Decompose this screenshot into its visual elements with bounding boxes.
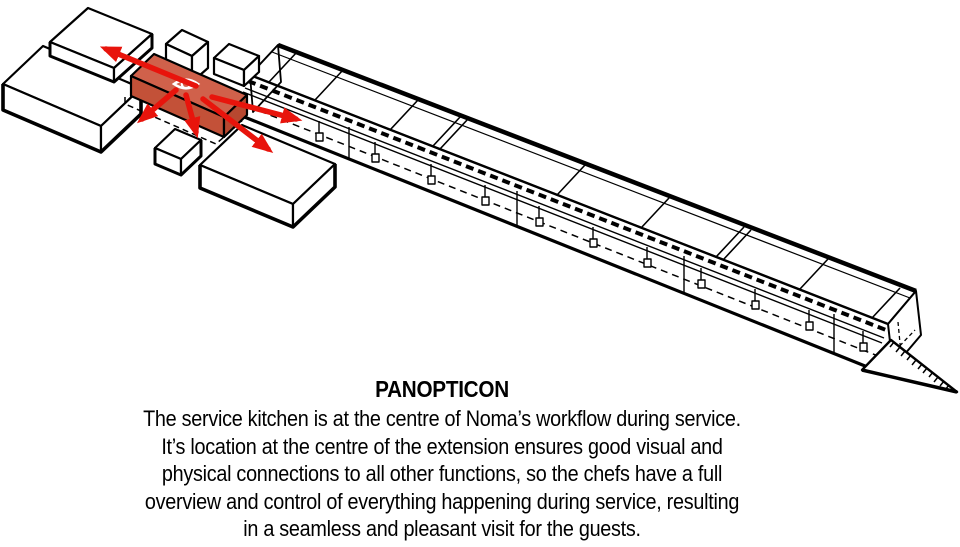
sightline-arrow	[136, 87, 179, 124]
block-bar-start	[212, 42, 261, 88]
clerestory-strip	[247, 79, 887, 332]
sightline-arrow	[200, 96, 274, 154]
ramp-tread-marks	[889, 341, 950, 391]
entrance-ramp	[860, 338, 959, 394]
bar-roof	[249, 44, 917, 325]
caption-line: in a seamless and pleasant visit for the…	[243, 516, 641, 541]
block-front-small	[153, 127, 203, 177]
extension-bar-building	[231, 42, 959, 394]
caption: PANOPTICON The service kitchen is at the…	[10, 376, 874, 543]
roof-panel-divisions	[268, 51, 901, 319]
block-tower	[164, 28, 210, 84]
caption-title: PANOPTICON	[375, 376, 509, 402]
caption-line: physical connections to all other functi…	[161, 461, 723, 486]
sightline-arrows	[99, 46, 303, 154]
facade-fixtures	[315, 132, 868, 352]
caption-line: The service kitchen is at the centre of …	[143, 406, 741, 431]
caption-line: overview and control of everything happe…	[144, 488, 740, 514]
caption-line: It’s location at the centre of the exten…	[161, 433, 723, 459]
block-front-right	[198, 123, 337, 229]
facade-fixture-ticks	[318, 121, 864, 343]
sightline-arrow	[183, 92, 201, 139]
sightline-arrow	[209, 94, 303, 124]
sightline-arrow	[99, 46, 199, 89]
existing-buildings	[1, 6, 337, 229]
facade-joints	[348, 127, 835, 353]
